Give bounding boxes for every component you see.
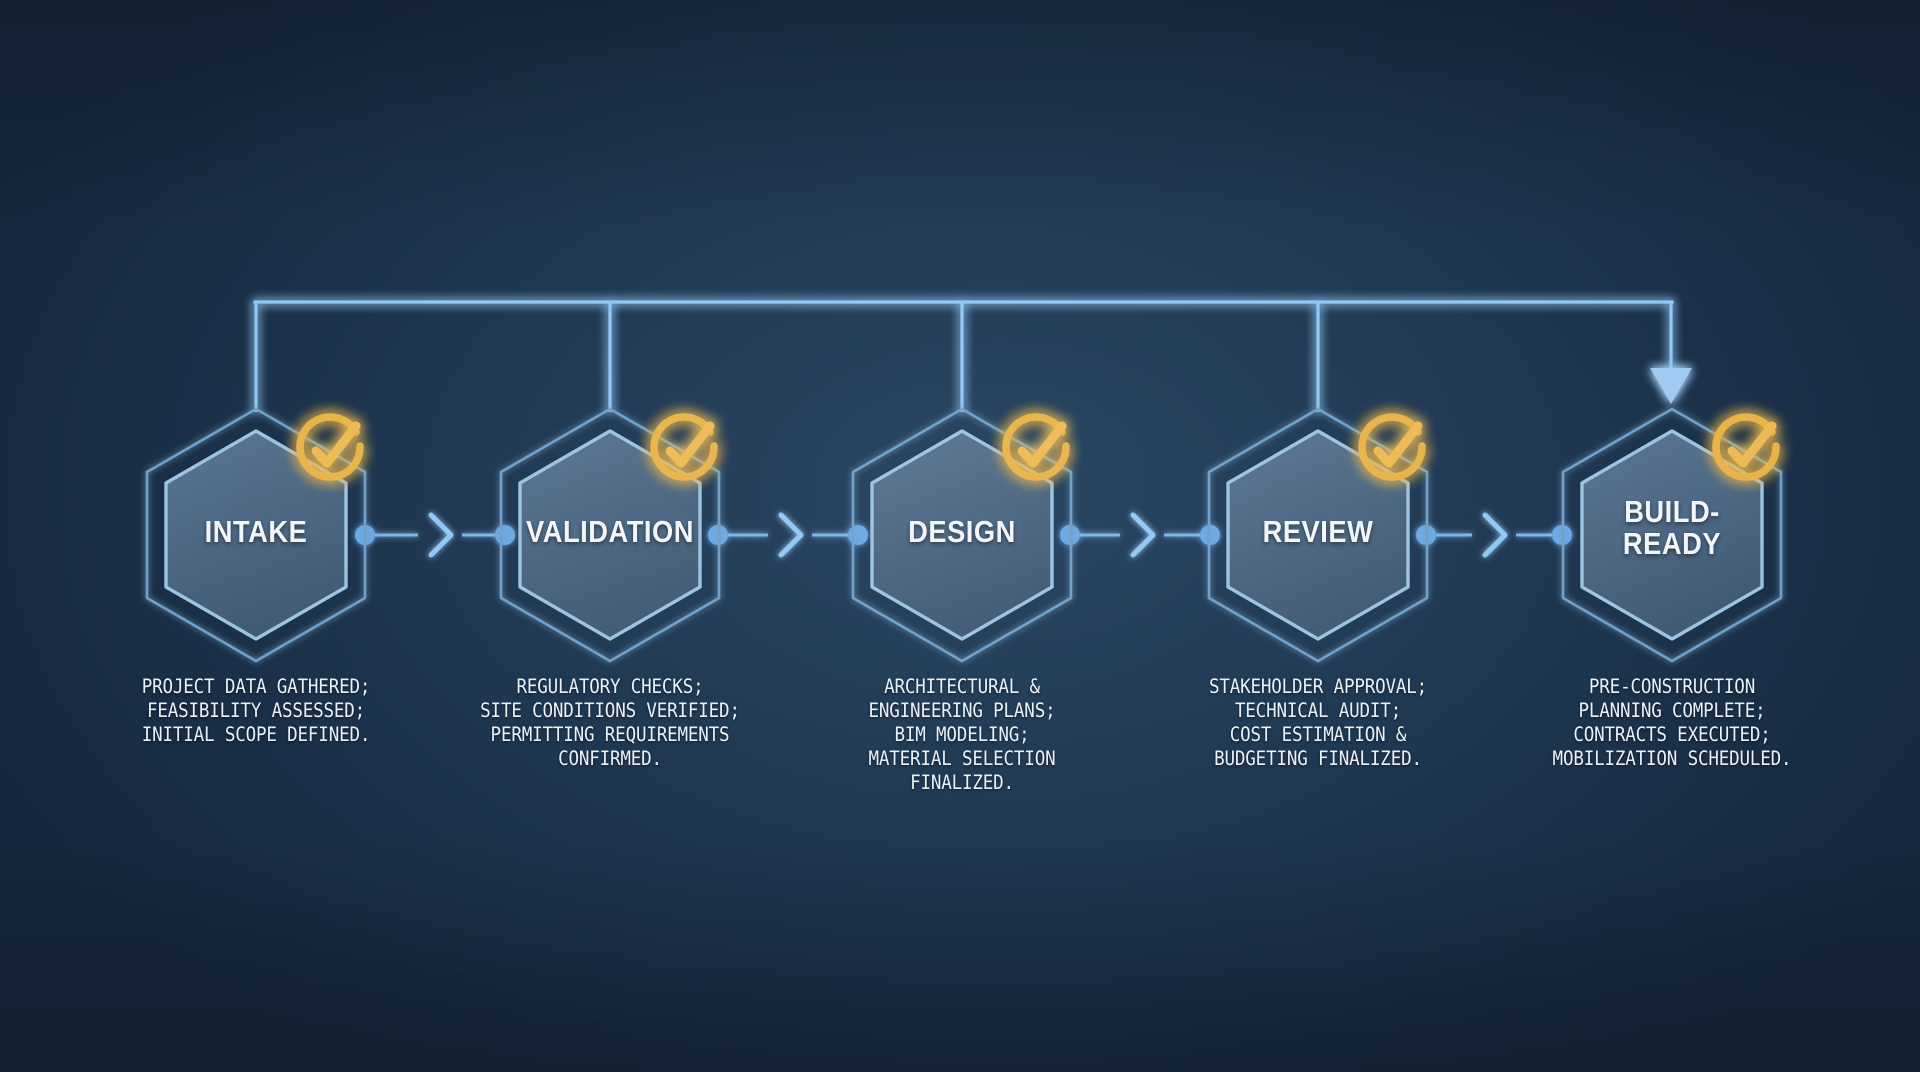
connector-review-to-build-ready (1416, 512, 1572, 558)
status-badge-design[interactable] (1002, 413, 1070, 481)
stage-node-review[interactable] (1207, 407, 1429, 663)
status-badge-build-ready[interactable] (1712, 413, 1780, 481)
connector-dot-end (848, 525, 868, 545)
hex-inner-body (1226, 429, 1410, 641)
check-circle-ring-icon (650, 413, 718, 481)
connector-design-to-review (1060, 512, 1220, 558)
stage-node-build-ready[interactable] (1561, 407, 1783, 663)
hex-inner-body (518, 429, 702, 641)
stage-status-badges (296, 413, 1780, 481)
chevron-right-icon (428, 512, 454, 558)
connector-validation-to-design (708, 512, 868, 558)
check-mark-icon (1727, 421, 1777, 468)
bus-terminal-arrow-icon (1650, 368, 1692, 404)
check-circle-ring-icon (296, 413, 364, 481)
chevron-right-icon (1130, 512, 1156, 558)
check-circle-ring-icon (1712, 413, 1780, 481)
chevron-right-icon (778, 512, 804, 558)
connector-dot-end (495, 525, 515, 545)
status-badge-review[interactable] (1358, 413, 1426, 481)
hex-inner-body (1580, 429, 1764, 641)
stage-node-design[interactable] (851, 407, 1073, 663)
distribution-bus (253, 300, 1692, 412)
check-mark-icon (311, 421, 361, 468)
stage-node-validation[interactable] (499, 407, 721, 663)
check-circle-ring-icon (1002, 413, 1070, 481)
check-mark-icon (665, 421, 715, 468)
check-circle-ring-icon (1358, 413, 1426, 481)
check-mark-icon (1373, 421, 1423, 468)
check-mark-icon (1017, 421, 1067, 468)
connector-intake-to-validation (355, 512, 515, 558)
hex-inner-body (164, 429, 348, 641)
hex-inner-body (870, 429, 1054, 641)
chevron-right-icon (1482, 512, 1508, 558)
status-badge-intake[interactable] (296, 413, 364, 481)
status-badge-validation[interactable] (650, 413, 718, 481)
stage-node-intake[interactable] (145, 407, 367, 663)
